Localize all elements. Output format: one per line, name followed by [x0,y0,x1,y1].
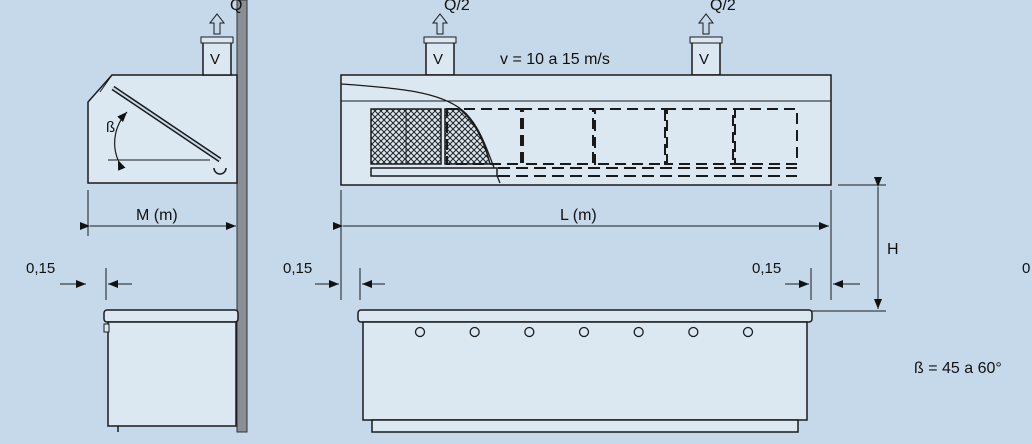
airflow-arrow-mid2 [697,13,715,35]
filter-solid-2-cut [444,108,491,165]
filter-dashed-4 [664,108,736,165]
beta-range-label: ß = 45 a 60° [914,360,1002,377]
beta-arc [114,111,128,171]
v-mid2-label: V [699,51,709,68]
q-left-label: Q [230,0,242,14]
filter-dashed-1 [446,108,524,165]
tank-hole [742,326,754,338]
front-view: V Q/2 V Q/2 v = 10 a 15 m/s [283,0,899,433]
tank-side-lid [103,309,239,323]
beta-label: ß [106,119,115,136]
tank-holes [414,326,754,338]
airflow-arrow-left [208,13,226,35]
gap-right-partial-label: 0 [1022,260,1030,277]
filter-dashed-2 [520,108,596,165]
v-left-label: V [210,51,220,68]
tank-front-lid [357,309,813,323]
tank-hole [633,326,644,338]
tank-front-base [371,419,799,433]
tank-hole [414,326,426,338]
filter-dashed-3 [592,108,668,165]
h-dim-label: H [887,241,899,258]
tank-hole [688,326,699,338]
tank-hole [524,326,535,338]
gap-mid-right-label: 0,15 [752,260,781,277]
side-view: ß V Q M (m) 0,15 [26,0,248,433]
filter-dashed-5 [732,108,798,165]
wall [236,0,248,433]
filter-panel-core [112,87,221,161]
v-mid1-label: V [433,51,443,68]
m-dim-label: M (m) [136,207,178,224]
tank-front-body [362,321,808,421]
filter-dashed-group [446,108,798,165]
tank-hole [469,326,480,338]
airflow-arrow-mid1 [431,13,449,35]
drip-trough [213,167,227,175]
duct-mid2 [691,39,721,76]
tank-side-handle [103,323,110,333]
gutter-solid [370,167,498,177]
tank-side-body [107,321,237,427]
hood-inner-line [99,74,113,93]
duct-mid2-cap [689,36,723,44]
l-dim-label: L (m) [560,207,597,224]
q-half-1-label: Q/2 [444,0,470,14]
tank-hole [578,326,590,338]
duct-mid1-cap [423,36,457,44]
velocity-label: v = 10 a 15 m/s [500,51,610,68]
q-half-2-label: Q/2 [710,0,736,14]
duct-left-cap [200,36,234,44]
gap-mid-left-label: 0,15 [283,260,312,277]
gap-left-label: 0,15 [26,260,55,277]
gutter-dashed [498,167,797,177]
